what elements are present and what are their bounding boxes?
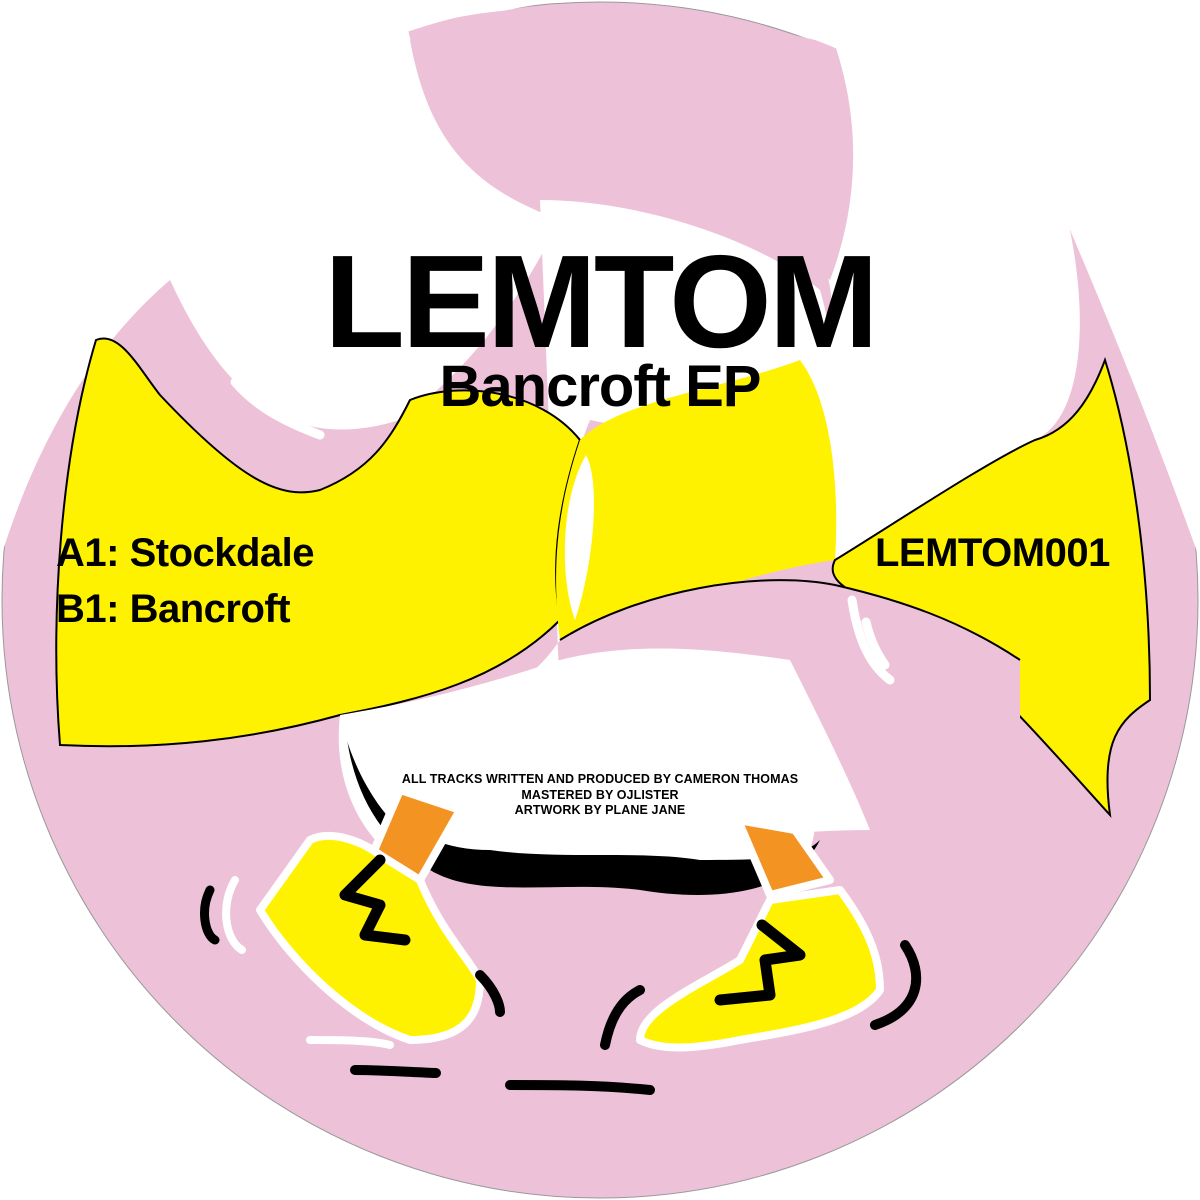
pink-lobe-top	[408, 7, 854, 281]
left-leg	[256, 786, 484, 1044]
release-title: Bancroft EP	[439, 354, 762, 419]
skirt-shadow	[345, 720, 820, 895]
white-lozenge	[564, 455, 594, 620]
highlight-strokes	[230, 305, 895, 685]
track-a1: A1: Stockdale	[56, 531, 315, 575]
yellow-shape-left	[55, 337, 582, 748]
yellow-shape-center	[556, 360, 837, 640]
catalog-number: LEMTOM001	[875, 531, 1110, 575]
white-skirt	[340, 648, 870, 851]
motion-lines	[200, 876, 922, 1095]
track-b1: B1: Bancroft	[56, 587, 291, 631]
artist-name: LEMTOM	[324, 228, 879, 375]
credits-block: ALL TRACKS WRITTEN AND PRODUCED BY CAMER…	[0, 772, 1200, 819]
credit-line-mastered: MASTERED BY OJLISTER	[521, 787, 679, 802]
right-leg	[636, 816, 884, 1052]
credit-line-artwork: ARTWORK BY PLANE JANE	[514, 803, 686, 818]
credit-line-written: ALL TRACKS WRITTEN AND PRODUCED BY CAMER…	[401, 772, 799, 786]
